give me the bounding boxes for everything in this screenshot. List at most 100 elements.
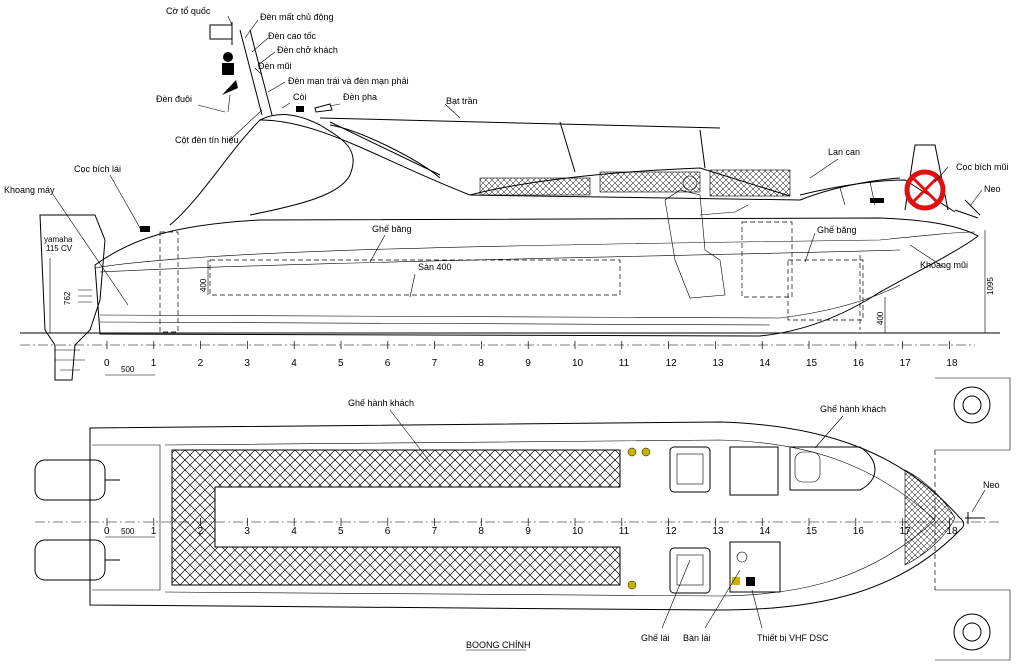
label-bench-seat-2: Ghế băng (817, 225, 857, 235)
bow-seat-dashed (787, 259, 864, 321)
square-shape-icon (222, 63, 234, 75)
label-floor: Sàn 400 (418, 262, 452, 272)
cabin-outline (169, 114, 354, 226)
frame-number: 8 (478, 358, 484, 369)
label-signal-mast: Cột đèn tín hiệu (175, 135, 239, 145)
frame-number: 2 (198, 358, 204, 369)
lifebuoy-cross (910, 175, 940, 205)
label-main-deck: BOONG CHÍNH (466, 640, 531, 650)
bow-seat-inner (794, 451, 821, 483)
anchor-icon (954, 199, 981, 219)
window-mesh-3 (709, 169, 791, 197)
frame-number: 17 (900, 526, 912, 537)
deck-outline (89, 421, 965, 611)
label-anchor-bottom: Neo (983, 480, 1000, 490)
signal-mast (239, 29, 273, 116)
hull-chine (99, 284, 901, 319)
lifebuoy-icon (904, 169, 946, 211)
window-mesh-1 (479, 177, 591, 196)
label-side-lights: Đèn mạn trái và đèn mạn phải (288, 76, 409, 86)
frame-number: 10 (572, 526, 584, 537)
frame-number: 16 (853, 526, 865, 537)
helmsman-head (682, 175, 698, 191)
canopy-top (319, 117, 721, 129)
dim-400a: 400 (199, 278, 208, 292)
vhf-device-icon (746, 577, 755, 586)
outboard-engine (39, 214, 106, 381)
label-passenger-seats-1: Ghế hành khách (348, 398, 414, 408)
helmsman-figure (664, 189, 726, 299)
lifebuoy-top-icon (953, 386, 991, 424)
stern-cleat-icon (140, 226, 150, 232)
label-engine-room: Khoang máy (4, 185, 55, 195)
label-railing: Lan can (828, 147, 860, 157)
label-bench-seat-1: Ghế băng (372, 224, 412, 234)
passenger-seats-plan (171, 449, 621, 586)
diamond-shape-icon (222, 80, 238, 95)
dim-1095: 1095 (986, 277, 995, 295)
frame-number: 15 (806, 358, 818, 369)
frame-number: 12 (666, 526, 678, 537)
frame-number: 5 (338, 526, 344, 537)
buoy-box-top (935, 377, 1011, 451)
canopy-struts (329, 121, 706, 176)
sheer-line (94, 231, 976, 269)
searchlight-icon (314, 103, 333, 113)
frame-number: 6 (385, 358, 391, 369)
frame-number: 11 (619, 358, 630, 369)
engine-skeg (55, 349, 85, 371)
frame-number: 14 (759, 358, 771, 369)
frame-number: 5 (338, 358, 344, 369)
label-searchlight: Đèn pha (343, 92, 377, 102)
frame-number: 3 (244, 526, 250, 537)
frame-number: 15 (806, 526, 818, 537)
label-not-under-command-light: Đèn mất chủ động (260, 12, 334, 22)
frame-number: 7 (432, 526, 438, 537)
frame-number: 8 (478, 526, 484, 537)
lifebuoy-top-inner (962, 395, 982, 415)
frame-number: 1 (151, 526, 157, 537)
plan-view (34, 377, 1011, 661)
frame-number: 3 (244, 358, 250, 369)
helm-seat-top (669, 446, 711, 493)
frame-number: 16 (853, 358, 865, 369)
frame-number: 11 (619, 526, 630, 537)
frame-number: 17 (900, 358, 912, 369)
lifebuoy-bottom-inner (962, 622, 982, 642)
horn-icon (296, 106, 304, 112)
console-bottom (729, 541, 781, 593)
dim-500a: 500 (121, 365, 135, 374)
label-anchor-top: Neo (984, 184, 1001, 194)
engine-detail (78, 289, 92, 303)
frame-number: 1 (151, 358, 157, 369)
frame-number: 9 (525, 358, 531, 369)
ball-shape-icon (223, 52, 233, 62)
transom (92, 444, 161, 591)
label-bow-light: Đèn mũi (258, 61, 292, 71)
stern-light-post (227, 94, 231, 113)
label-helm-seat: Ghế lái (641, 633, 670, 643)
frame-number: 18 (946, 358, 958, 369)
label-engine-power: 115 CV (46, 244, 73, 253)
frame-number: 10 (572, 358, 584, 369)
dim-762: 762 (63, 291, 72, 305)
fitting-icon-1 (627, 447, 637, 457)
dim-400b: 400 (876, 311, 885, 325)
console-dashed (741, 221, 793, 298)
deck-line (99, 249, 901, 273)
label-stern-cleat: Cọc bích lái (74, 164, 121, 174)
label-engine-brand: yamaha (44, 235, 73, 244)
flag-icon (209, 24, 233, 40)
frame-number: 4 (291, 526, 297, 537)
leaders-mast (244, 19, 461, 119)
hull-outline (94, 217, 979, 337)
compass-icon (736, 551, 748, 563)
hull-line-2 (99, 321, 771, 326)
window-mesh-2 (599, 171, 701, 193)
frame-number: 14 (759, 526, 771, 537)
console-top (729, 446, 779, 496)
bow-mesh (904, 469, 956, 566)
